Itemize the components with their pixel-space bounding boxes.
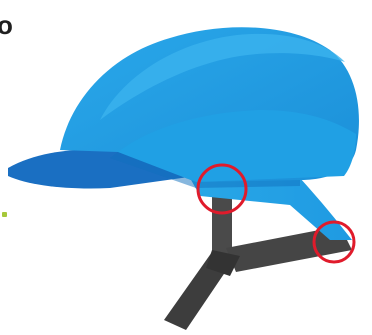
chin-strap: [164, 183, 352, 330]
